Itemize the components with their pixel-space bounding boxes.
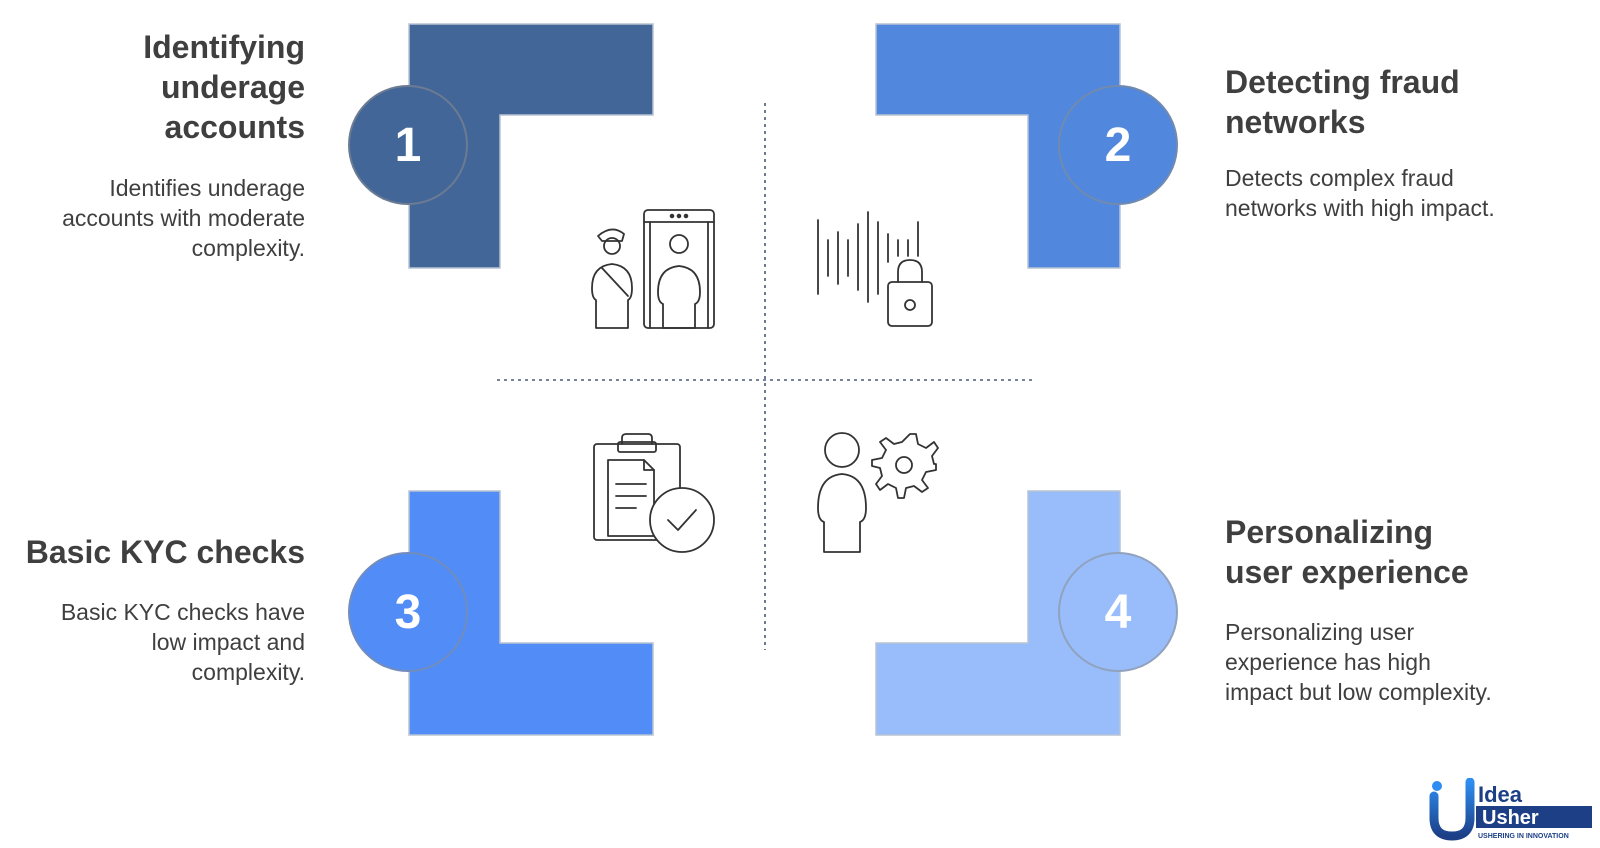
description-line: Identifies underage — [109, 175, 305, 201]
corner-shape-3 — [408, 490, 654, 736]
security-guard-scanner-icon — [591, 209, 715, 329]
description-line: complexity. — [191, 659, 305, 685]
voice-lock-icon — [817, 211, 933, 327]
title-line: Identifying — [143, 29, 305, 65]
logo-u-mark — [1429, 778, 1475, 841]
title-line: accounts — [164, 109, 305, 145]
logo-line2: Usher — [1482, 807, 1539, 829]
step-number-3: 3 — [348, 552, 468, 672]
title-line: user experience — [1225, 554, 1469, 590]
description-line: accounts with moderate — [62, 205, 305, 231]
description-line: complexity. — [191, 235, 305, 261]
user-gear-icon — [817, 432, 939, 553]
logo-line1: Idea — [1478, 782, 1523, 807]
step-number-4: 4 — [1058, 552, 1178, 672]
step-number-2: 2 — [1058, 85, 1178, 205]
quadrant-3-description: Basic KYC checks have low impact and com… — [61, 597, 305, 687]
title-line: networks — [1225, 104, 1366, 140]
quadrant-4-title: Personalizing user experience — [1225, 512, 1469, 592]
description-line: low impact and — [151, 629, 305, 655]
title-line: Personalizing — [1225, 514, 1434, 550]
quadrant-4-description: Personalizing user experience has high i… — [1225, 617, 1492, 707]
description-line: networks with high impact. — [1225, 195, 1495, 221]
corner-shape-2 — [875, 23, 1121, 269]
corner-shape-1 — [408, 23, 654, 269]
clipboard-check-icon — [593, 433, 715, 553]
title-line: Detecting fraud — [1225, 64, 1460, 100]
idea-usher-logo: Idea Usher USHERING IN INNOVATION — [1429, 778, 1592, 841]
quadrant-2-description: Detects complex fraud networks with high… — [1225, 163, 1495, 223]
quadrant-1-title: Identifying underage accounts — [143, 27, 305, 147]
quadrant-3-title: Basic KYC checks — [26, 532, 305, 572]
quadrant-1-description: Identifies underage accounts with modera… — [62, 173, 305, 263]
logo-tagline: USHERING IN INNOVATION — [1478, 833, 1569, 840]
description-line: Personalizing user — [1225, 619, 1415, 645]
description-line: experience has high — [1225, 649, 1431, 675]
description-line: impact but low complexity. — [1225, 679, 1492, 705]
description-line: Basic KYC checks have — [60, 599, 305, 625]
corner-shape-4 — [875, 490, 1121, 736]
description-line: Detects complex fraud — [1225, 165, 1454, 191]
step-number-1: 1 — [348, 85, 468, 205]
title-line: Basic KYC checks — [25, 534, 305, 570]
title-line: underage — [160, 69, 305, 105]
quadrant-2-title: Detecting fraud networks — [1225, 62, 1460, 142]
